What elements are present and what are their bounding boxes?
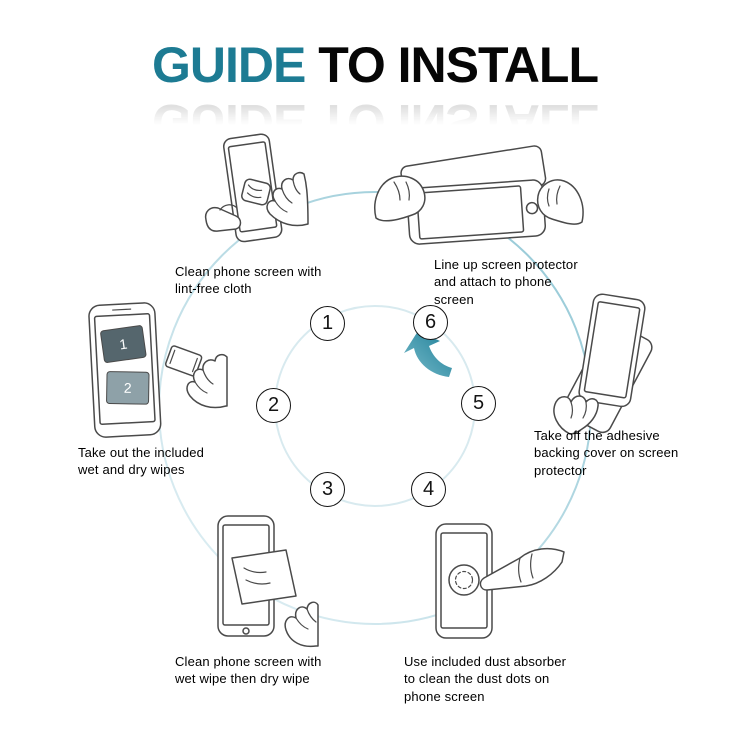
step-5-badge: 5: [461, 386, 496, 421]
phone-icon: [406, 179, 547, 245]
page-title-rest: TO INSTALL: [305, 37, 599, 93]
step-2-caption: Take out the included wet and dry wipes: [78, 445, 205, 478]
step-5-caption: Take off the adhesive backing cover on s…: [534, 428, 679, 478]
cloth-icon: [241, 178, 271, 206]
direction-arrow-icon: [404, 331, 452, 377]
page-title: GUIDE TO INSTALL: [0, 36, 750, 94]
pressing-hand-icon: [479, 547, 565, 591]
dust-absorber-icon: [435, 523, 565, 639]
phone-icon: [578, 293, 646, 408]
wipes-icon: 1 2: [88, 302, 228, 438]
step-1-illustration: [190, 132, 312, 269]
pulled-packet-icon: [164, 345, 203, 377]
step-5-illustration: [540, 292, 674, 441]
step-6-badge: 6: [413, 305, 448, 340]
step-3-illustration: [196, 512, 320, 657]
absorber-sticker-icon: [448, 564, 480, 596]
peel-backing-icon: [553, 293, 653, 435]
page-title-reflection-rest: TO INSTALL: [305, 94, 599, 150]
pulling-hand-icon: [186, 353, 228, 409]
page-title-reflection: GUIDE TO INSTALL: [0, 93, 750, 151]
step-6-illustration: [372, 132, 586, 259]
wipes-packet-1-icon: 1: [100, 325, 147, 363]
phone-icon: 1 2: [88, 302, 162, 438]
step-3-badge: 3: [310, 472, 345, 507]
wet-wipe-icon: [217, 515, 319, 648]
step-4-caption: Use included dust absorber to clean the …: [404, 654, 567, 704]
page-title-accent: GUIDE: [151, 37, 306, 93]
inner-ring: [274, 305, 476, 507]
step-6-caption: Line up screen protector and attach to p…: [434, 257, 578, 307]
wipe-sheet-icon: [231, 549, 297, 605]
line-up-protector-icon: [374, 145, 584, 245]
holding-hand-icon: [204, 206, 242, 232]
page-title-reflection-accent: GUIDE: [151, 94, 306, 150]
step-1-caption: Clean phone screen with lint-free cloth: [175, 264, 322, 297]
step-3-caption: Clean phone screen with wet wipe then dr…: [175, 654, 322, 687]
wipes-packet-2-icon: 2: [106, 371, 150, 405]
step-2-badge: 2: [256, 388, 291, 423]
clean-cloth-icon: [204, 133, 309, 243]
step-2-illustration: 1 2: [80, 298, 230, 455]
wipes-packet-1-label: 1: [118, 336, 128, 353]
step-4-badge: 4: [411, 472, 446, 507]
step-1-badge: 1: [310, 306, 345, 341]
wipes-packet-2-label: 2: [124, 380, 132, 396]
step-4-illustration: [428, 516, 568, 651]
